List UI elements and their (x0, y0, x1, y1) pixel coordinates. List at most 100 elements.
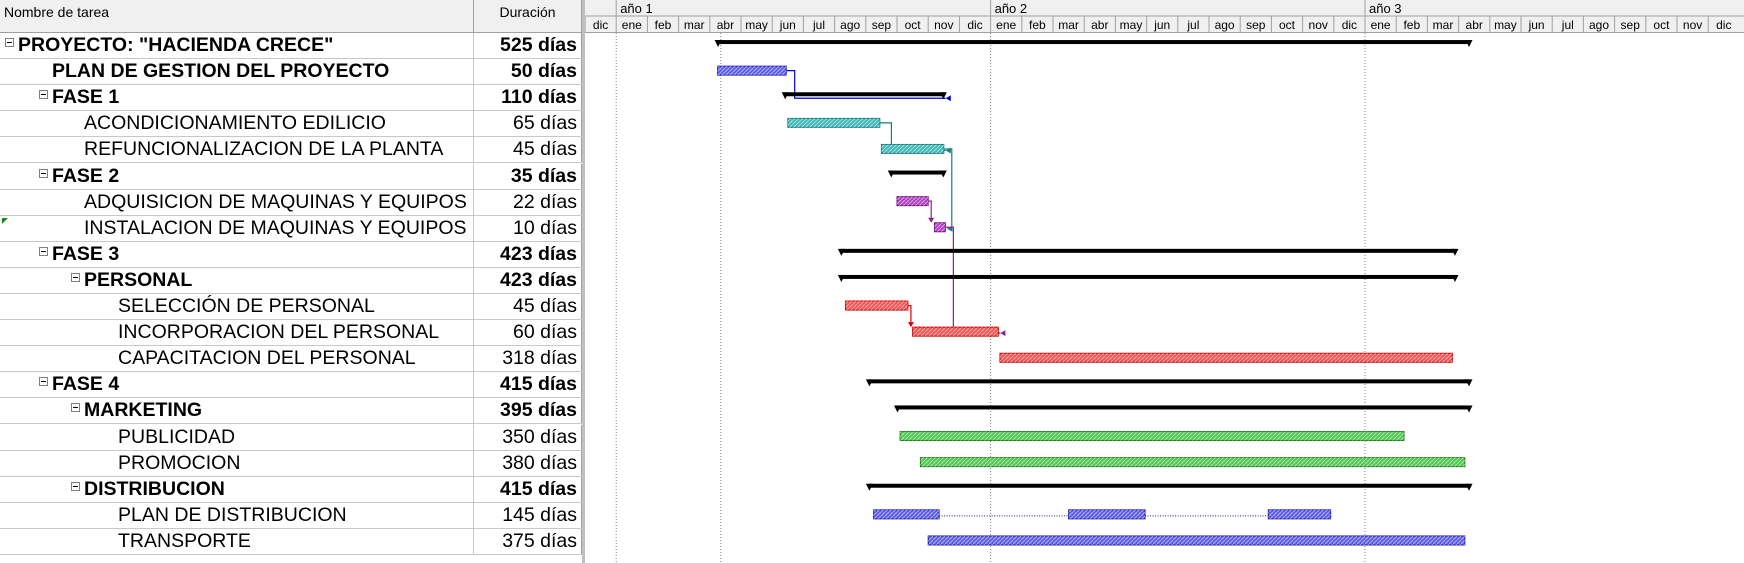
collapse-icon[interactable] (71, 403, 80, 413)
task-name-cell[interactable]: SELECCIÓN DE PERSONAL (0, 294, 474, 319)
column-header-name[interactable]: Nombre de tarea (0, 0, 474, 33)
task-name-cell[interactable]: TRANSPORTE (0, 528, 474, 554)
task-duration[interactable]: 423 días (474, 267, 582, 293)
task-row[interactable]: REFUNCIONALIZACION DE LA PLANTA 45 días (0, 137, 582, 164)
task-name-cell[interactable]: PROMOCION (0, 450, 474, 476)
task-duration[interactable]: 145 días (474, 502, 582, 528)
task-duration[interactable]: 525 días (474, 33, 582, 58)
dependency-link (945, 226, 1001, 334)
month-label: ene (622, 18, 642, 32)
task-duration[interactable]: 45 días (474, 294, 582, 319)
task-duration[interactable]: 350 días (474, 424, 582, 450)
collapse-icon[interactable] (39, 377, 48, 387)
month-label: dic (967, 18, 982, 32)
task-name: PROYECTO: "HACIENDA CRECE" (18, 34, 334, 56)
summary-bar (897, 405, 1470, 410)
task-name: SELECCIÓN DE PERSONAL (118, 295, 375, 317)
task-name: CAPACITACION DEL PERSONAL (118, 347, 416, 370)
month-label: jun (1153, 18, 1170, 32)
month-label: abr (717, 18, 734, 32)
task-duration[interactable]: 10 días (474, 215, 582, 241)
month-label: jun (779, 18, 796, 32)
collapse-icon[interactable] (39, 90, 48, 100)
task-name-cell[interactable]: FASE 4 (0, 372, 474, 398)
month-label: jul (812, 18, 825, 32)
task-duration[interactable]: 22 días (474, 189, 582, 215)
task-name: REFUNCIONALIZACION DE LA PLANTA (84, 138, 444, 161)
collapse-icon[interactable] (39, 246, 48, 256)
task-name-cell[interactable]: PLAN DE DISTRIBUCION (0, 502, 474, 528)
task-duration[interactable]: 50 días (474, 59, 582, 85)
task-bar-hatch (912, 327, 999, 337)
task-name-cell[interactable]: DISTRIBUCION (0, 476, 474, 502)
task-name-cell[interactable]: REFUNCIONALIZACION DE LA PLANTA (0, 137, 474, 163)
dependency-arrow-icon (945, 95, 951, 102)
task-duration[interactable]: 380 días (474, 450, 582, 476)
task-bar-hatch (928, 535, 1465, 545)
collapse-icon[interactable] (71, 481, 80, 491)
task-duration[interactable]: 45 días (474, 137, 582, 163)
summary-end-marker (1465, 483, 1473, 491)
summary-bar (868, 483, 1470, 488)
month-label: may (745, 18, 768, 32)
task-duration[interactable]: 65 días (474, 111, 582, 137)
task-name-cell[interactable]: PLAN DE GESTION DEL PROYECTO (0, 59, 474, 85)
task-duration[interactable]: 423 días (474, 241, 582, 267)
task-duration[interactable]: 415 días (474, 476, 582, 502)
task-bar-hatch (920, 457, 1465, 467)
summary-end-marker (1451, 248, 1459, 256)
task-duration[interactable]: 110 días (474, 85, 582, 111)
task-name-cell[interactable]: FASE 2 (0, 163, 474, 189)
task-bar-hatch (873, 509, 940, 519)
task-row[interactable]: CAPACITACION DEL PERSONAL 318 días (0, 346, 582, 373)
task-name-cell[interactable]: PROYECTO: "HACIENDA CRECE" (0, 33, 474, 58)
column-header-duration[interactable]: Duración (474, 0, 582, 33)
task-name-cell[interactable]: MARKETING (0, 398, 474, 424)
month-label: nov (1683, 18, 1702, 32)
task-name-cell[interactable]: CAPACITACION DEL PERSONAL (0, 346, 474, 372)
collapse-icon[interactable] (5, 38, 14, 47)
task-duration[interactable]: 60 días (474, 320, 582, 346)
task-name-cell[interactable]: FASE 1 (0, 85, 474, 111)
task-name: PROMOCION (118, 451, 241, 474)
task-row[interactable]: PROMOCION 380 días (0, 450, 582, 477)
task-row[interactable]: SELECCIÓN DE PERSONAL 45 días (0, 294, 582, 320)
task-name-cell[interactable]: INSTALACION DE MAQUINAS Y EQUIPOS (0, 215, 474, 241)
month-label: ago (840, 18, 860, 32)
task-duration[interactable]: 415 días (474, 372, 582, 398)
task-name: FASE 3 (52, 242, 120, 265)
task-name-cell[interactable]: PUBLICIDAD (0, 424, 474, 450)
task-bar-hatch (900, 431, 1404, 441)
task-duration[interactable]: 318 días (474, 346, 582, 372)
task-duration[interactable]: 375 días (474, 528, 582, 554)
collapse-icon[interactable] (39, 168, 48, 178)
task-name-cell[interactable]: INCORPORACION DEL PERSONAL (0, 320, 474, 346)
month-label: sep (1246, 18, 1266, 32)
collapse-icon[interactable] (71, 272, 80, 282)
task-name-cell[interactable]: ADQUISICION DE MAQUINAS Y EQUIPOS (0, 189, 474, 215)
month-label: mar (684, 18, 705, 32)
task-row[interactable]: PROYECTO: "HACIENDA CRECE" 525 días (0, 33, 582, 59)
task-name-cell[interactable]: FASE 3 (0, 241, 474, 267)
task-row[interactable]: FASE 3 423 días (0, 241, 582, 268)
task-duration[interactable]: 395 días (474, 398, 582, 424)
task-name-cell[interactable]: PERSONAL (0, 267, 474, 293)
task-name-cell[interactable]: ACONDICIONAMIENTO EDILICIO (0, 111, 474, 137)
summary-start-marker (894, 405, 901, 413)
month-label: feb (1403, 18, 1420, 32)
task-duration[interactable]: 35 días (474, 163, 582, 189)
